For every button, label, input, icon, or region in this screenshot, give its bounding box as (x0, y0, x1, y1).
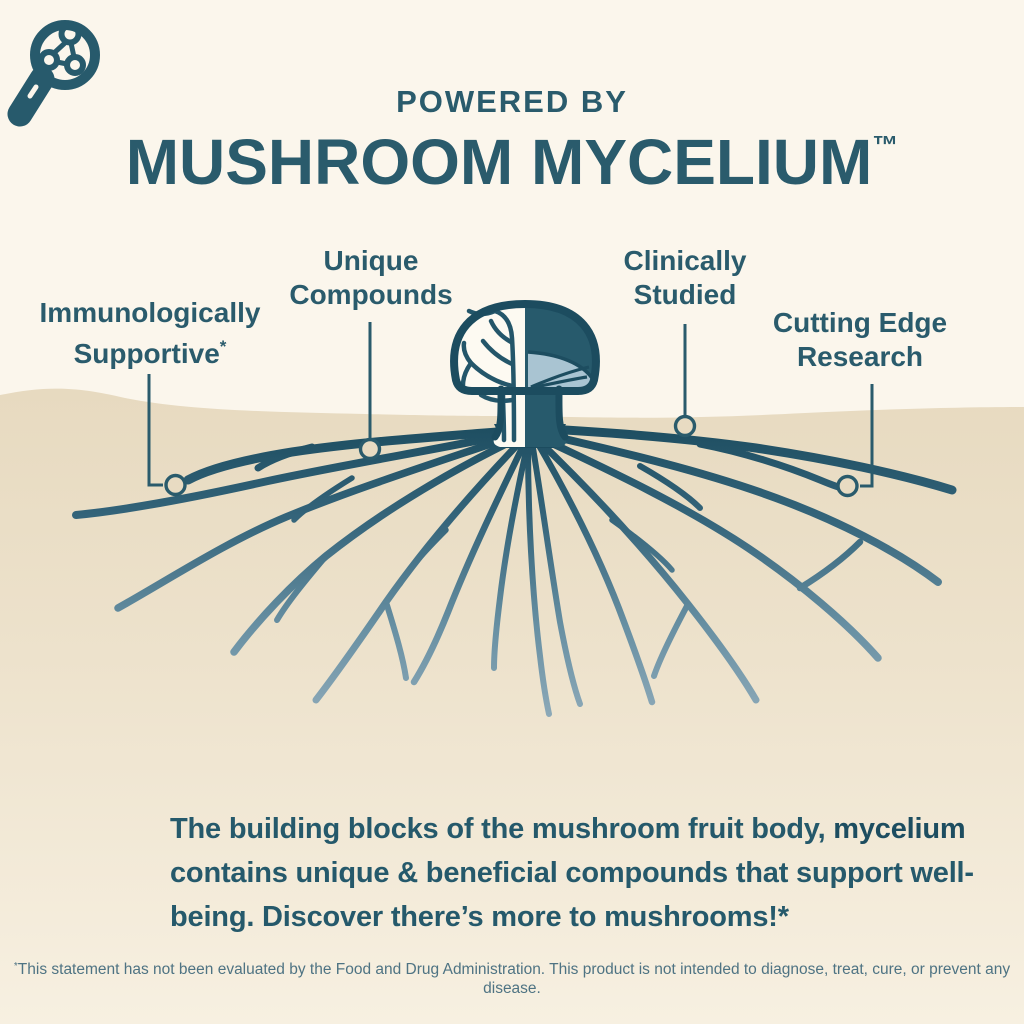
header-kicker: POWERED BY (396, 84, 628, 119)
description-text: The building blocks of the mushroom frui… (170, 813, 834, 845)
callout-connectors (147, 322, 874, 498)
connector-immunologically-supportive (147, 374, 163, 487)
footnote-asterisk: * (13, 961, 18, 972)
callout-cutting-edge-research: Cutting Edge Research (773, 306, 947, 374)
mushroom-cross-section-illustration (450, 300, 600, 447)
connector-cutting-edge-research (860, 384, 874, 488)
callout-line: Studied (633, 279, 737, 310)
callout-unique-compounds: Unique Compounds (289, 244, 452, 312)
trademark-symbol: ™ (872, 130, 899, 160)
connector-dot (836, 474, 859, 498)
soil-ground (0, 388, 1024, 1024)
callout-line: Immunologically (39, 297, 261, 328)
page-title-text: MUSHROOM MYCELIUM (125, 126, 873, 198)
connector-dot (358, 437, 382, 461)
callout-line: Research (796, 341, 924, 372)
gill-lines (527, 350, 594, 390)
callout-clinically-studied: Clinically Studied (624, 244, 747, 312)
connector-dot (673, 414, 697, 438)
description-bold-word: mycelium (833, 813, 966, 845)
magnifier-molecules-icon (7, 20, 100, 127)
handle-notch (27, 84, 39, 99)
callout-line: Cutting Edge (772, 307, 948, 338)
callout-line: Clinically (623, 245, 747, 276)
asterisk-superscript: * (219, 337, 227, 356)
fda-disclaimer: *This statement has not been evaluated b… (0, 961, 1024, 998)
callout-line: Unique (323, 245, 419, 276)
callout-line: Compounds (289, 279, 453, 310)
mushroom-outline (450, 300, 600, 441)
connector-dot (164, 473, 187, 497)
footnote-text: This statement has not been evaluated by… (17, 961, 1011, 997)
callout-line: Supportive (73, 338, 220, 369)
page-title: MUSHROOM MYCELIUM™ (0, 130, 1024, 194)
description-text: contains unique & beneficial compounds t… (170, 857, 974, 933)
callout-immunologically-supportive: Immunologically Supportive* (40, 296, 261, 371)
description-paragraph: The building blocks of the mushroom frui… (170, 807, 1012, 939)
